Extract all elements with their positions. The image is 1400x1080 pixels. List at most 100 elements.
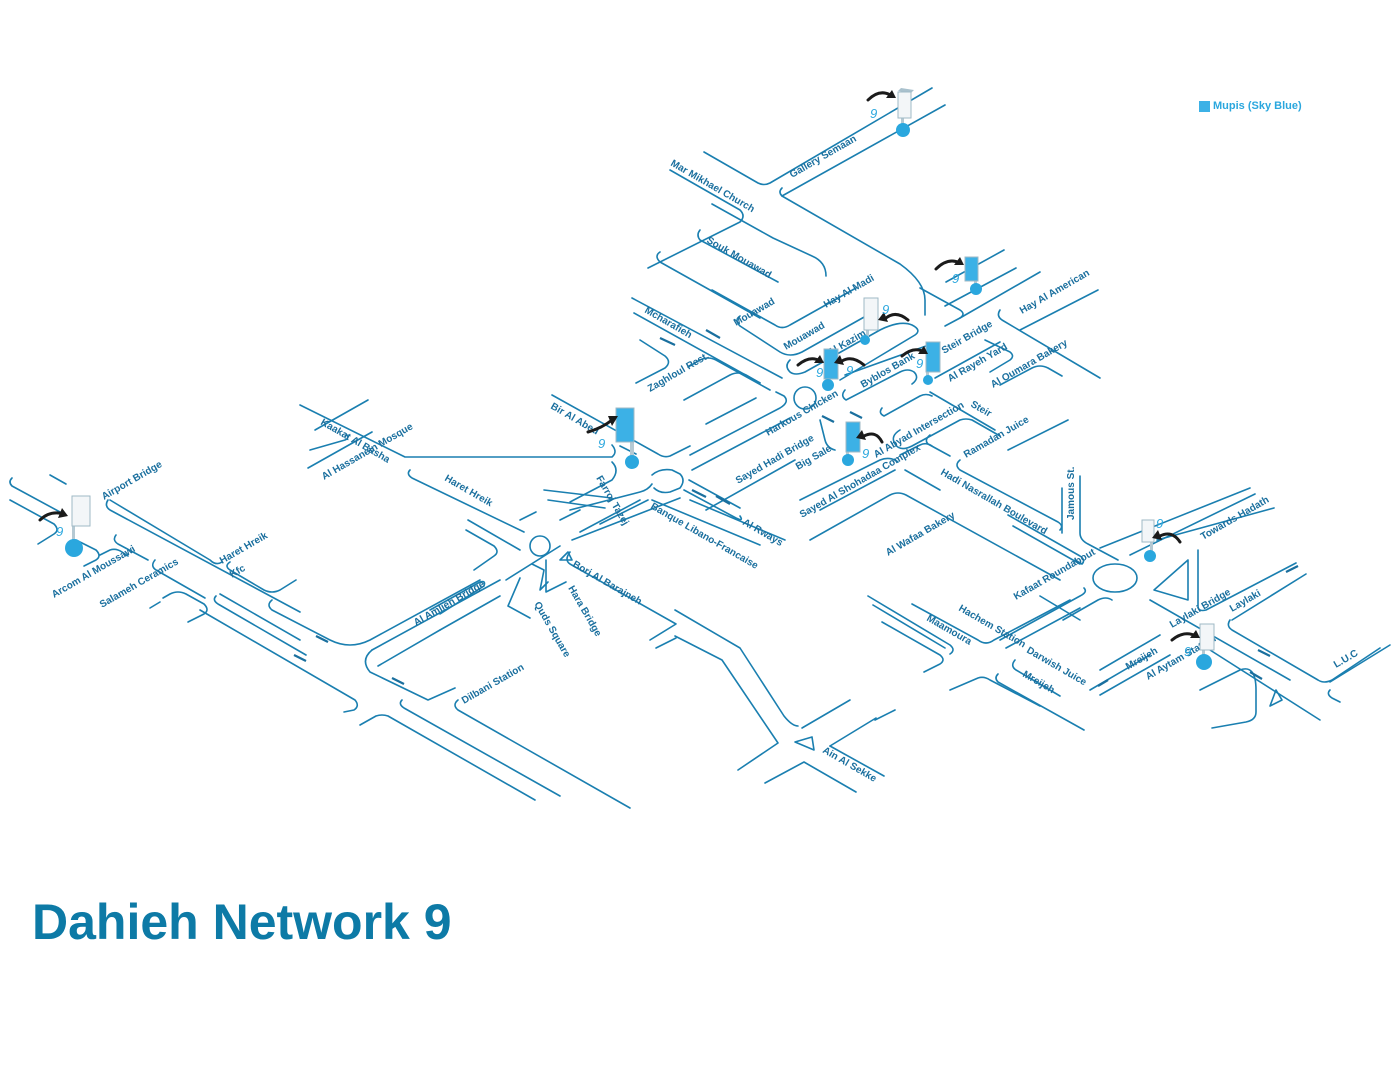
- direction-arrow: [1285, 565, 1299, 573]
- direction-arrows: [293, 329, 1299, 687]
- mupi-marker[interactable]: 9: [38, 495, 91, 557]
- road: [299, 404, 616, 458]
- mupi-marker[interactable]: 9: [586, 407, 639, 469]
- road: [651, 499, 761, 546]
- road: [162, 591, 208, 623]
- label-haret-hreik-north: Haret Hreik: [443, 473, 495, 509]
- mupi-location-dot: [860, 335, 870, 345]
- mupi-marker[interactable]: 9: [934, 256, 982, 295]
- direction-arrow: [1249, 671, 1263, 680]
- mupi-marker[interactable]: 9: [900, 341, 941, 385]
- road: [454, 699, 631, 809]
- direction-arrow: [715, 495, 731, 505]
- legend-swatch-mupis: [1199, 100, 1210, 112]
- road: [949, 676, 1041, 707]
- road: [566, 551, 677, 641]
- road: [559, 551, 573, 561]
- mupi-location-dot: [625, 455, 639, 469]
- label-haret-hreik-west: Haret Hreik: [218, 530, 270, 566]
- road: [631, 297, 783, 379]
- mupi-panel: [1141, 519, 1155, 543]
- road: [364, 649, 456, 701]
- label-quds-square: Quds Square: [531, 600, 572, 660]
- road: [904, 469, 941, 491]
- direction-arrow: [849, 411, 863, 419]
- road: [9, 499, 58, 545]
- direction-arrow: [391, 677, 405, 685]
- road: [49, 474, 67, 485]
- road: [691, 417, 791, 471]
- legend: Mupis (Sky Blue): [1199, 100, 1302, 112]
- road: [633, 312, 761, 384]
- road: [697, 229, 779, 283]
- road: [559, 509, 581, 521]
- road: [377, 629, 441, 667]
- street-labels: Gallery Semaan Mar Mikhael Church Souk M…: [50, 134, 1360, 785]
- road: [689, 391, 788, 456]
- road: [872, 604, 946, 649]
- mupi-location-dot: [842, 454, 854, 466]
- curved-arrow-icon: [840, 357, 866, 367]
- road: [429, 580, 486, 615]
- mupi-panel: [71, 495, 91, 527]
- mupi-marker[interactable]: 9: [860, 297, 910, 345]
- road: [1099, 654, 1171, 696]
- road: [1099, 487, 1251, 549]
- road: [959, 271, 1041, 319]
- road: [674, 635, 779, 771]
- road: [467, 519, 521, 551]
- road: [149, 601, 161, 609]
- road: [219, 593, 301, 641]
- road: [995, 673, 1085, 731]
- network-number: 9: [952, 271, 959, 286]
- road: [551, 394, 691, 458]
- road: [1005, 607, 1081, 649]
- road: [801, 699, 851, 729]
- road: [213, 595, 307, 656]
- mupi-marker[interactable]: 9 9: [796, 348, 866, 391]
- road: [705, 397, 757, 425]
- road: [569, 483, 653, 511]
- network-number: 9: [56, 524, 63, 539]
- curved-arrow-icon: [862, 432, 884, 444]
- direction-arrow: [1257, 649, 1271, 657]
- road: [867, 595, 954, 655]
- road: [984, 339, 1014, 373]
- network-number: 9: [816, 365, 823, 380]
- label-ain-al-sekke: Ain Al Sekke: [821, 745, 879, 785]
- network-number: 9: [870, 106, 877, 121]
- road: [705, 459, 796, 511]
- direction-arrow: [659, 337, 676, 346]
- road: [997, 309, 1101, 379]
- mupi-panel: [964, 256, 979, 282]
- road: [829, 717, 877, 747]
- mupi-panel: [925, 341, 941, 373]
- road: [1012, 525, 1081, 565]
- road: [674, 609, 799, 727]
- road: [703, 87, 933, 186]
- road: [109, 499, 223, 565]
- road: [711, 287, 857, 329]
- road: [655, 637, 677, 649]
- road: [113, 534, 149, 561]
- road: [439, 595, 501, 631]
- road: [683, 372, 761, 401]
- direction-arrow: [315, 635, 329, 643]
- direction-arrow: [821, 415, 835, 423]
- road: [683, 489, 743, 521]
- label-farroj-tazej: Farroj Tazej: [593, 474, 630, 528]
- direction-arrow: [691, 489, 707, 498]
- label-mar-mikhael-church: Mar Mikhael Church: [669, 158, 757, 215]
- road: [1156, 507, 1275, 541]
- road: [309, 433, 349, 451]
- mupi-marker[interactable]: 9: [1141, 516, 1182, 562]
- road: [689, 499, 786, 541]
- mupi-marker[interactable]: 9: [866, 88, 914, 137]
- roundabout: [529, 535, 551, 557]
- network-number: 9: [882, 302, 889, 317]
- mupi-marker[interactable]: 9: [842, 421, 884, 466]
- road: [1099, 634, 1161, 671]
- mupi-marker[interactable]: 9: [1170, 623, 1215, 670]
- road: [1327, 689, 1341, 703]
